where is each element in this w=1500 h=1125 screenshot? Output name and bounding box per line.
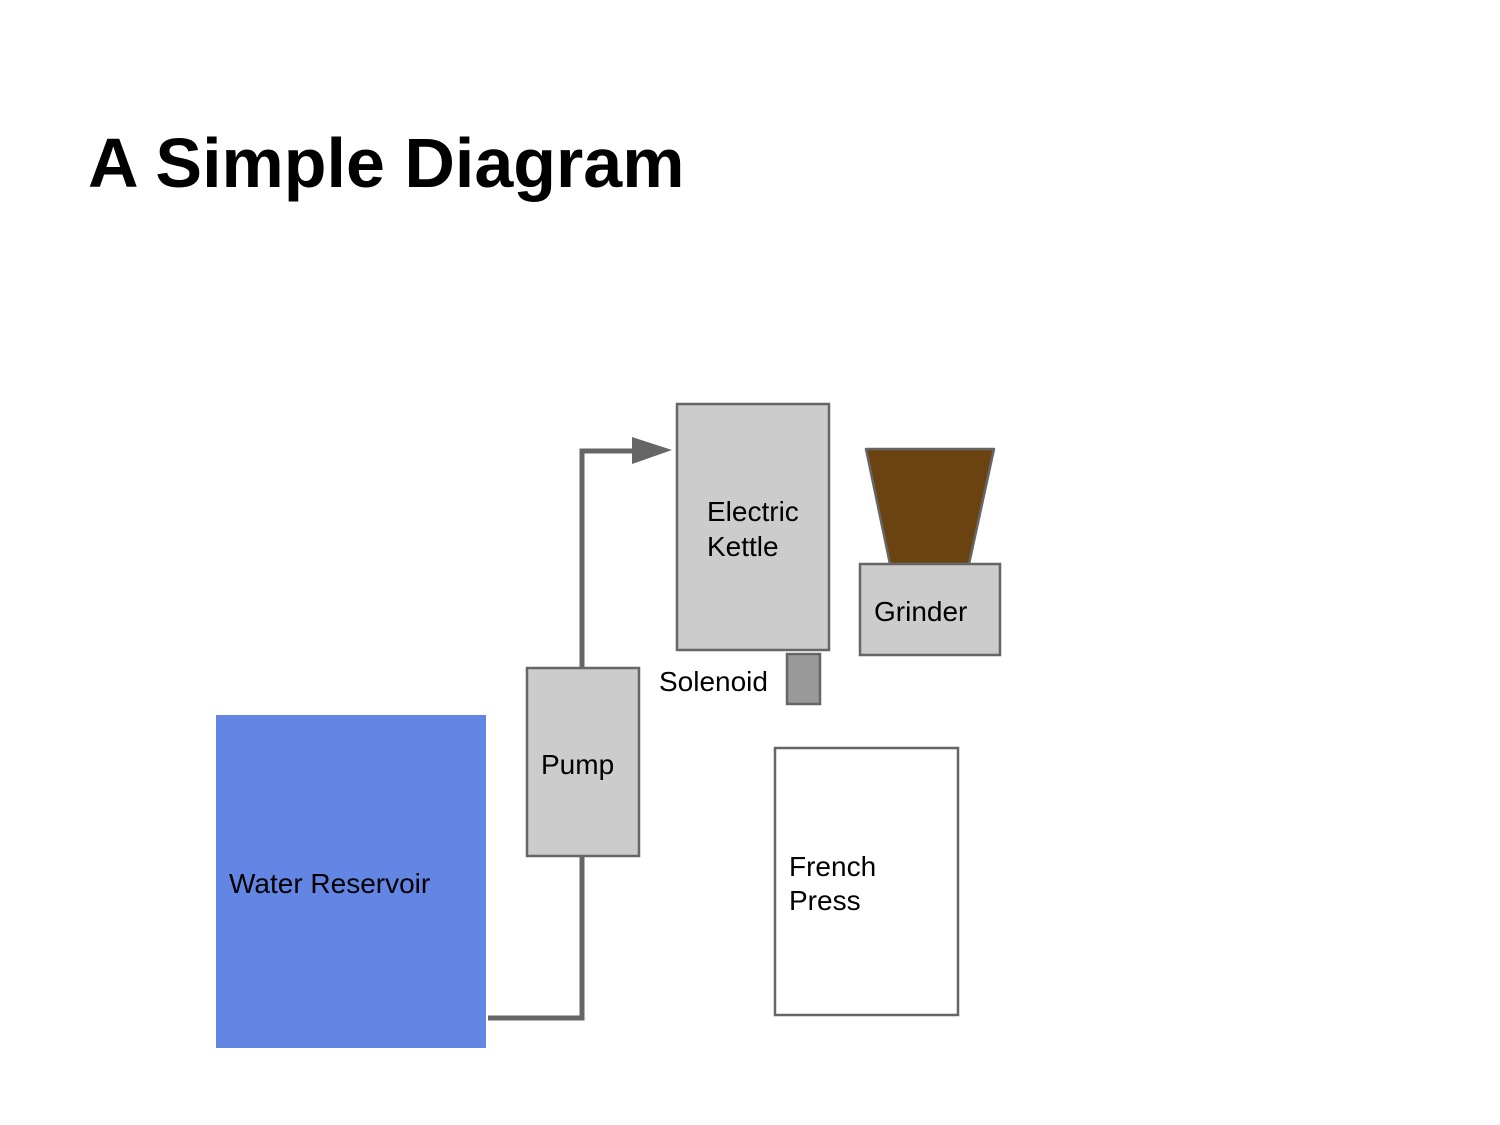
grinder-box	[858, 562, 1002, 657]
pipe-pump-to-kettle	[579, 448, 636, 668]
pump-label: Pump	[541, 749, 614, 780]
grinder: Grinder	[858, 447, 1002, 657]
electric-kettle: Electric Kettle	[675, 402, 831, 652]
water-reservoir: Water Reservoir	[216, 715, 486, 1048]
solenoid: Solenoid	[659, 652, 822, 706]
water-reservoir-label: Water Reservoir	[229, 868, 430, 899]
french-press-box	[773, 746, 960, 1017]
pipe-reservoir-to-pump	[488, 856, 585, 1021]
french-press-label-line2: Press	[789, 885, 861, 916]
pipe-arrowhead-icon	[632, 437, 672, 464]
solenoid-box	[785, 652, 822, 706]
pump-box	[525, 666, 641, 858]
electric-kettle-label-line1: Electric	[707, 496, 799, 527]
grinder-label: Grinder	[874, 596, 967, 627]
water-pipe	[488, 437, 672, 1021]
french-press: French Press	[773, 746, 960, 1017]
french-press-label-line1: French	[789, 851, 876, 882]
slide-title: A Simple Diagram	[88, 124, 685, 202]
grinder-hopper	[864, 447, 996, 566]
water-reservoir-box	[216, 715, 486, 1048]
electric-kettle-label-line2: Kettle	[707, 531, 779, 562]
pump: Pump	[525, 666, 641, 858]
electric-kettle-box	[675, 402, 831, 652]
solenoid-label: Solenoid	[659, 666, 768, 697]
